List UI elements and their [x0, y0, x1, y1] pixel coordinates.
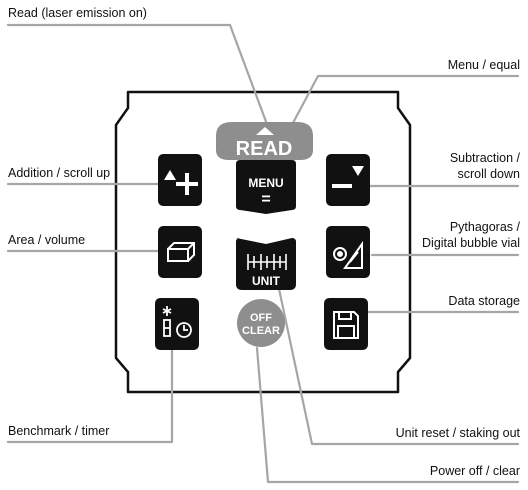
minus-icon [332, 184, 352, 188]
off-key-label: OFF [250, 312, 272, 324]
floppy-disk-icon [333, 311, 359, 339]
read-key-label: READ [236, 138, 293, 160]
label-pythagoras-line1: Pythagoras / [449, 220, 520, 234]
addition-key[interactable] [158, 154, 202, 206]
triangle-down-icon [352, 166, 364, 176]
data-storage-key[interactable] [324, 298, 368, 350]
off-clear-key[interactable] [237, 299, 285, 347]
leader-read [6, 23, 270, 129]
label-area-volume: Area / volume [8, 233, 86, 247]
box-icon [167, 242, 195, 262]
label-addition: Addition / scroll up [8, 166, 111, 180]
label-menu-equal: Menu / equal [447, 58, 520, 72]
label-benchmark-timer: Benchmark / timer [8, 424, 110, 438]
menu-key-label: MENU [248, 176, 283, 190]
label-power-off: Power off / clear [429, 464, 520, 478]
label-data-storage: Data storage [448, 294, 520, 308]
label-unit-reset: Unit reset / staking out [395, 426, 520, 440]
triangle-level-icon [333, 240, 363, 269]
leader-benchmark [6, 320, 174, 444]
label-pythagoras-line2: Digital bubble vial [422, 236, 520, 250]
label-read: Read (laser emission on) [8, 6, 147, 20]
label-subtraction: Subtraction / scroll down [450, 150, 520, 182]
benchmark-timer-key[interactable] [155, 298, 199, 350]
pythagoras-key[interactable] [326, 226, 370, 278]
triangle-up-icon [164, 170, 176, 180]
plus-icon [176, 173, 198, 195]
clear-key-label: CLEAR [242, 325, 280, 337]
unit-key[interactable] [236, 238, 296, 290]
triangle-up-icon [256, 127, 274, 135]
read-key[interactable] [216, 122, 313, 160]
benchmark-timer-icon [162, 306, 192, 338]
leader-power [255, 346, 520, 484]
menu-equal-symbol: = [261, 191, 270, 208]
ruler-icon [247, 254, 287, 270]
leader-unit [273, 268, 520, 446]
subtraction-key[interactable] [326, 154, 370, 206]
menu-key[interactable] [236, 160, 296, 214]
label-pythagoras: Pythagoras / Digital bubble vial [422, 219, 520, 251]
label-subtraction-line1: Subtraction / [449, 151, 520, 165]
unit-key-label: UNIT [252, 274, 281, 288]
label-subtraction-line2: scroll down [457, 167, 520, 181]
area-volume-key[interactable] [158, 226, 202, 278]
